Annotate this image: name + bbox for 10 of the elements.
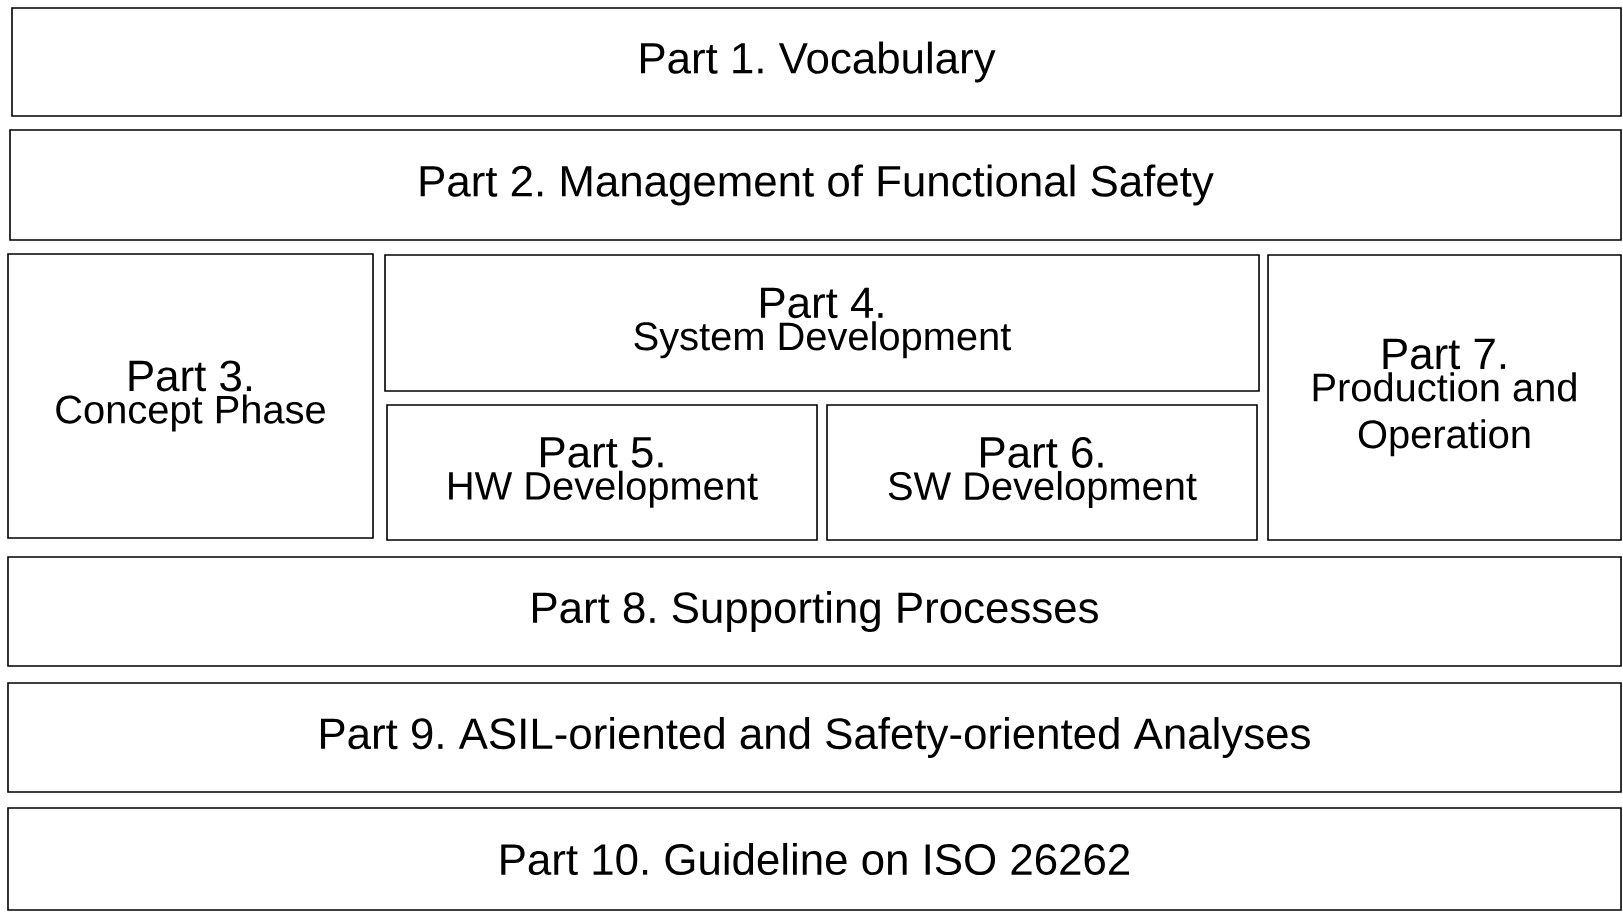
part-box: Part 6. SW Development (826, 404, 1258, 541)
part-box: Part 2. Management of Functional Safety (9, 129, 1622, 241)
part-box: Part 3. Concept Phase (7, 253, 374, 539)
part-box: Part 8. Supporting Processes (7, 556, 1622, 667)
part-box: Part 7. Production and Operation (1267, 254, 1622, 541)
part-box: Part 9. ASIL-oriented and Safety-oriented Analyses (7, 682, 1622, 793)
part-box: Part 1. Vocabulary (11, 7, 1622, 117)
part-box: Part 4. System Development (384, 254, 1260, 392)
part-box: Part 5. HW Development (386, 404, 818, 541)
part-box: Part 10. Guideline on ISO 26262 (7, 807, 1622, 911)
